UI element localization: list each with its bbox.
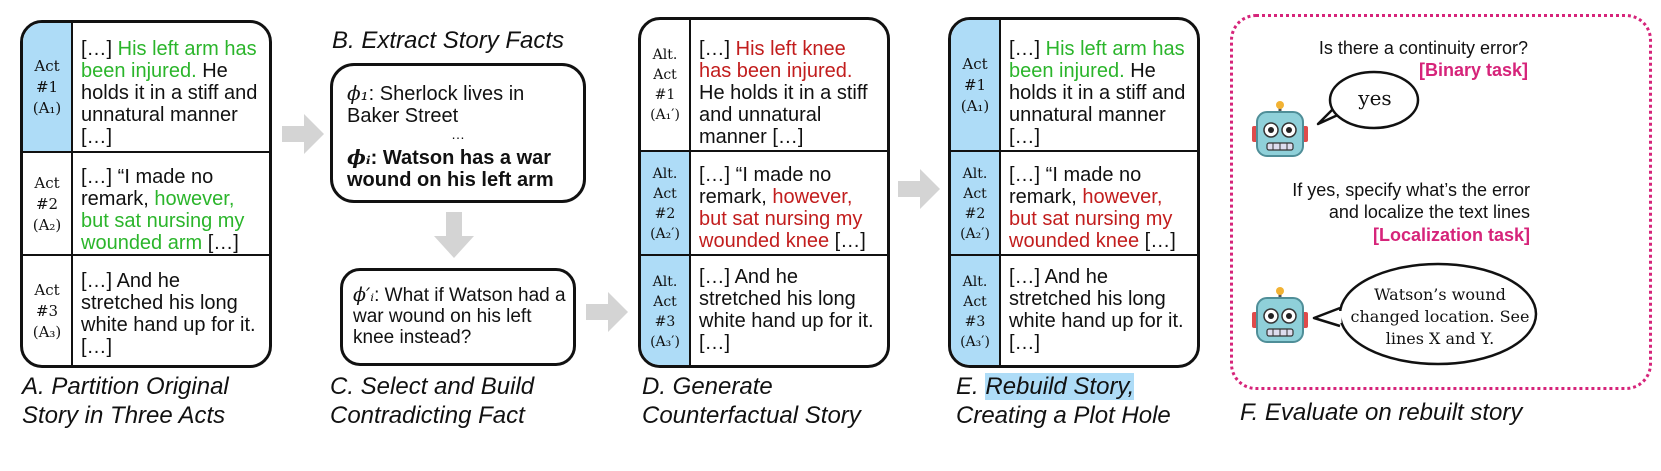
act-label: Act#2(A₂): [23, 153, 73, 256]
speech-bubble-response: [1312, 262, 1538, 366]
act-text: […] His left knee has been injured. He h…: [699, 38, 868, 148]
panel-e-rebuilt-story: Act#1(A₁) […] His left arm has been inju…: [948, 17, 1200, 368]
followup-line-1: If yes, specify what’s the error: [1292, 180, 1530, 200]
act-label: Act#1(A₁): [951, 20, 1001, 150]
act-text: […] “I made no remark, however, but sat …: [1009, 164, 1176, 252]
panel-e-row-1: Act#1(A₁) […] His left arm has been inju…: [951, 20, 1197, 150]
panel-e-row-2: Alt.Act#2(A₂′) […] “I made no remark, ho…: [951, 150, 1197, 256]
facts-ellipsis: …: [451, 126, 465, 142]
answer-yes: yes: [1358, 86, 1392, 110]
panel-d-row-1: Alt.Act#1(A₁′) […] His left knee has bee…: [641, 20, 887, 150]
act-label: Alt.Act#2(A₂′): [951, 152, 1001, 256]
question-text: Is there a continuity error?: [1318, 38, 1528, 58]
act-label: Alt.Act#3(A₃′): [951, 256, 1001, 365]
panel-a-row-2: Act#2(A₂) […] “I made no remark, however…: [23, 151, 269, 256]
followup-line-2: and localize the text lines: [1328, 202, 1530, 222]
act-label: Alt.Act#1(A₁′): [641, 20, 691, 150]
panel-b-facts-box: ϕ₁: Sherlock lives in Baker Street … ϕᵢ:…: [330, 63, 586, 203]
contradicting-fact: ϕ′ᵢ: What if Watson had a war wound on h…: [353, 284, 566, 349]
act-text: […] And he stretched his long white hand…: [81, 270, 256, 358]
act-text: […] “I made no remark, however, but sat …: [81, 166, 245, 254]
arrow-right-icon: [898, 169, 940, 209]
arrow-down-icon: [434, 212, 474, 258]
fact-1: ϕ₁: Sherlock lives in Baker Street: [347, 81, 525, 127]
robot-icon: [1252, 287, 1308, 343]
panel-e-row-3: Alt.Act#3(A₃′) […] And he stretched his …: [951, 254, 1197, 365]
panel-d-counterfactual-story: Alt.Act#1(A₁′) […] His left knee has bee…: [638, 17, 890, 368]
act-text: […] His left arm has been injured. He ho…: [1009, 38, 1186, 148]
act-label: Alt.Act#3(A₃′): [641, 256, 691, 365]
act-text: […] “I made no remark, however, but sat …: [699, 164, 866, 252]
response-text: Watson’s wound changed location. See lin…: [1350, 285, 1530, 348]
arrow-right-icon: [586, 292, 628, 332]
act-label: Act#3(A₃): [23, 256, 73, 365]
localization-task-tag: [Localization task]: [1372, 225, 1530, 245]
panel-f-evaluation-box: [1230, 14, 1652, 390]
caption-f: F. Evaluate on rebuilt story: [1240, 399, 1523, 426]
panel-d-row-3: Alt.Act#3(A₃′) […] And he stretched his …: [641, 254, 887, 365]
caption-e: E. Rebuild Story, Creating a Plot Hole: [956, 373, 1171, 429]
panel-a-original-story: Act#1(A₁) […] His left arm has been inju…: [20, 20, 272, 368]
act-text: […] His left arm has been injured. He ho…: [81, 38, 258, 148]
robot-icon: [1252, 101, 1308, 157]
panel-d-row-2: Alt.Act#2(A₂′) […] “I made no remark, ho…: [641, 150, 887, 256]
panel-a-row-3: Act#3(A₃) […] And he stretched his long …: [23, 254, 269, 365]
panel-c-contradicting-fact-box: ϕ′ᵢ: What if Watson had a war wound on h…: [340, 268, 576, 366]
fact-i: ϕᵢ: Watson has a war wound on his left a…: [347, 145, 554, 191]
panel-a-row-1: Act#1(A₁) […] His left arm has been inju…: [23, 23, 269, 151]
caption-a: A. Partition Original Story in Three Act…: [22, 373, 229, 429]
act-label: Act#1(A₁): [23, 23, 73, 151]
act-text: […] And he stretched his long white hand…: [1009, 266, 1184, 354]
panel-b-title: B. Extract Story Facts: [332, 27, 565, 54]
caption-c: C. Select and Build Contradicting Fact: [330, 373, 535, 429]
speech-bubble-yes: [1316, 70, 1420, 130]
caption-e-highlight: Rebuild Story,: [985, 373, 1135, 400]
arrow-right-icon: [282, 114, 324, 154]
binary-task-tag: [Binary task]: [1418, 60, 1528, 80]
act-label: Alt.Act#2(A₂′): [641, 152, 691, 256]
caption-d: D. Generate Counterfactual Story: [642, 373, 861, 429]
act-text: […] And he stretched his long white hand…: [699, 266, 874, 354]
